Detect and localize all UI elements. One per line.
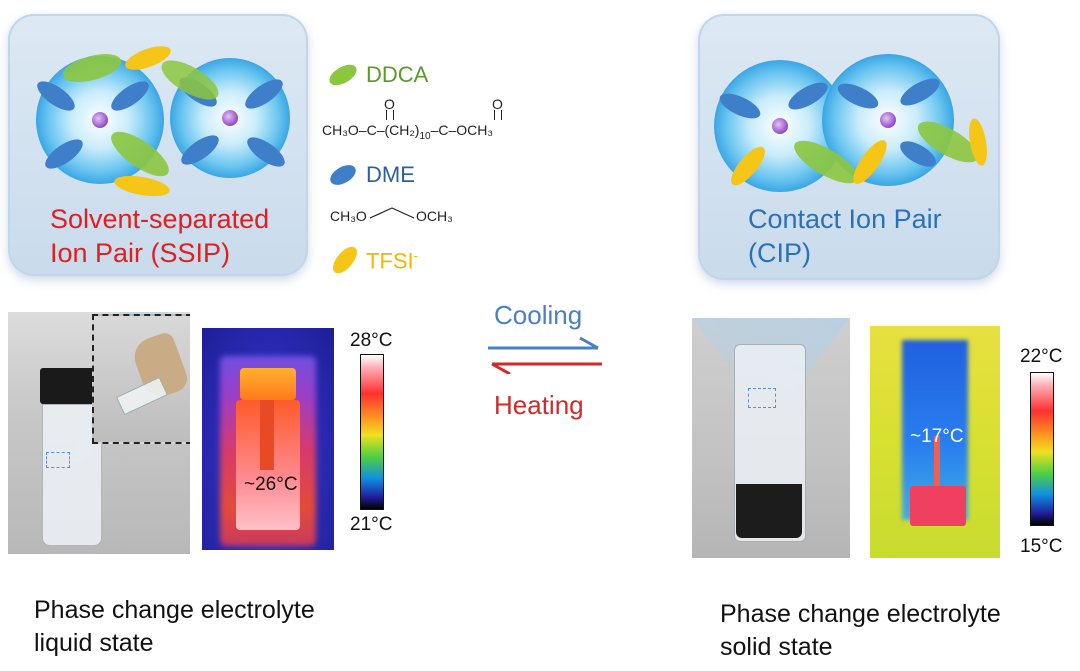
liquid-temp-reading: ~26°C	[244, 474, 298, 495]
dme-molecule	[45, 139, 83, 169]
cip-label-line1: Contact Ion Pair	[748, 204, 942, 234]
tfsi-anion	[114, 175, 170, 197]
liquid-thermal-image	[202, 328, 334, 550]
ddca-molecule	[917, 121, 979, 163]
ddca-molecule	[111, 131, 169, 177]
ssip-label: Solvent-separated Ion Pair (SSIP)	[50, 202, 269, 270]
magnify-region	[46, 452, 70, 468]
ddca-double-bond-1	[386, 110, 394, 120]
legend-dme-label: DME	[366, 162, 415, 187]
solid-scale-min: 15°C	[1020, 536, 1063, 557]
vial-cap	[40, 368, 102, 404]
ddca-formula-text: CH₃O–C–(CH₂)10–C–OCH₃	[322, 122, 493, 142]
ddca-formula-right: –C–OCH₃	[430, 122, 494, 138]
solid-scale-max: 22°C	[1020, 346, 1063, 367]
cip-label: Contact Ion Pair (CIP)	[748, 202, 942, 270]
tfsi-anion	[731, 146, 765, 186]
cation	[772, 118, 788, 134]
heating-label: Heating	[494, 390, 584, 420]
thermal-stem	[934, 436, 940, 486]
thermal-hot-spot	[910, 486, 966, 526]
cation	[92, 112, 108, 128]
equilibrium-arrows	[488, 336, 602, 374]
ddca-oxygen-1: O	[384, 96, 395, 112]
legend-ddca-icon	[329, 64, 357, 86]
tfsi-anion	[969, 118, 987, 166]
liquid-caption-line1: Phase change electrolyte	[34, 596, 315, 624]
liquid-caption: Phase change electrolyte liquid state	[34, 594, 315, 660]
dme-molecule	[837, 83, 879, 109]
liquid-caption-line2: liquid state	[34, 629, 154, 657]
legend-tfsi-icon	[333, 246, 357, 274]
cip-label-line2: (CIP)	[748, 238, 811, 268]
solid-color-scale	[1030, 372, 1054, 526]
solid-temp-reading: ~17°C	[910, 426, 964, 447]
legend-dme-icon	[330, 165, 356, 185]
dme-molecule	[788, 82, 828, 110]
solid-vial-photo	[692, 318, 850, 558]
ddca-formula: O O CH₃O–C–(CH₂)10–C–OCH₃	[322, 96, 582, 146]
tfsi-anion	[853, 140, 887, 184]
thermal-stem	[260, 400, 274, 470]
ddca-formula-sub: 10	[419, 130, 431, 142]
tfsi-charge: -	[413, 248, 419, 263]
dme-molecule	[111, 81, 149, 111]
liquid-scale-max: 28°C	[350, 330, 393, 351]
dme-molecule	[247, 137, 285, 167]
liquid-scale-min: 21°C	[350, 514, 393, 535]
liquid-color-scale	[360, 354, 384, 510]
legend-tfsi-label: TFSI-	[366, 248, 418, 274]
dme-molecule	[900, 78, 940, 106]
ssip-illustration	[36, 46, 290, 197]
cip-illustration	[714, 54, 987, 192]
solid-thermal-image	[870, 326, 1000, 558]
ssip-label-line2: Ion Pair (SSIP)	[50, 238, 231, 268]
cooling-arrow	[488, 336, 599, 350]
thermal-cap	[240, 368, 296, 400]
magnify-region	[748, 388, 776, 408]
cation	[880, 112, 896, 128]
ddca-double-bond-2	[494, 110, 502, 120]
ddca-oxygen-2: O	[492, 96, 503, 112]
ssip-label-line1: Solvent-separated	[50, 204, 270, 234]
solid-electrolyte	[736, 484, 802, 538]
dme-molecule	[181, 135, 219, 165]
solid-caption-line2: solid state	[720, 633, 833, 661]
tfsi-text: TFSI	[366, 248, 414, 274]
cooling-label: Cooling	[494, 300, 583, 330]
cation	[222, 110, 238, 126]
dme-bond-zigzag	[370, 207, 415, 219]
solid-caption: Phase change electrolyte solid state	[720, 598, 1001, 664]
ddca-molecule	[62, 54, 122, 82]
dme-formula-right: OCH₃	[416, 208, 453, 224]
dme-molecule	[245, 79, 283, 109]
ddca-molecule	[161, 60, 219, 100]
dme-molecule	[719, 93, 761, 119]
tfsi-anion	[125, 46, 171, 70]
liquid-vial-photo	[8, 312, 190, 554]
dme-formula: CH₃O OCH₃	[330, 200, 490, 230]
dme-molecule	[900, 141, 936, 167]
dme-formula-left: CH₃O	[330, 208, 367, 224]
heating-arrow	[491, 362, 602, 374]
solid-caption-line1: Phase change electrolyte	[720, 600, 1001, 628]
ddca-molecule	[794, 140, 858, 184]
inset-photo	[92, 314, 190, 444]
dme-molecule	[37, 81, 75, 111]
ddca-formula-left: CH₃O–C–(CH₂)	[322, 122, 420, 138]
legend-ddca-label: DDCA	[366, 62, 429, 87]
